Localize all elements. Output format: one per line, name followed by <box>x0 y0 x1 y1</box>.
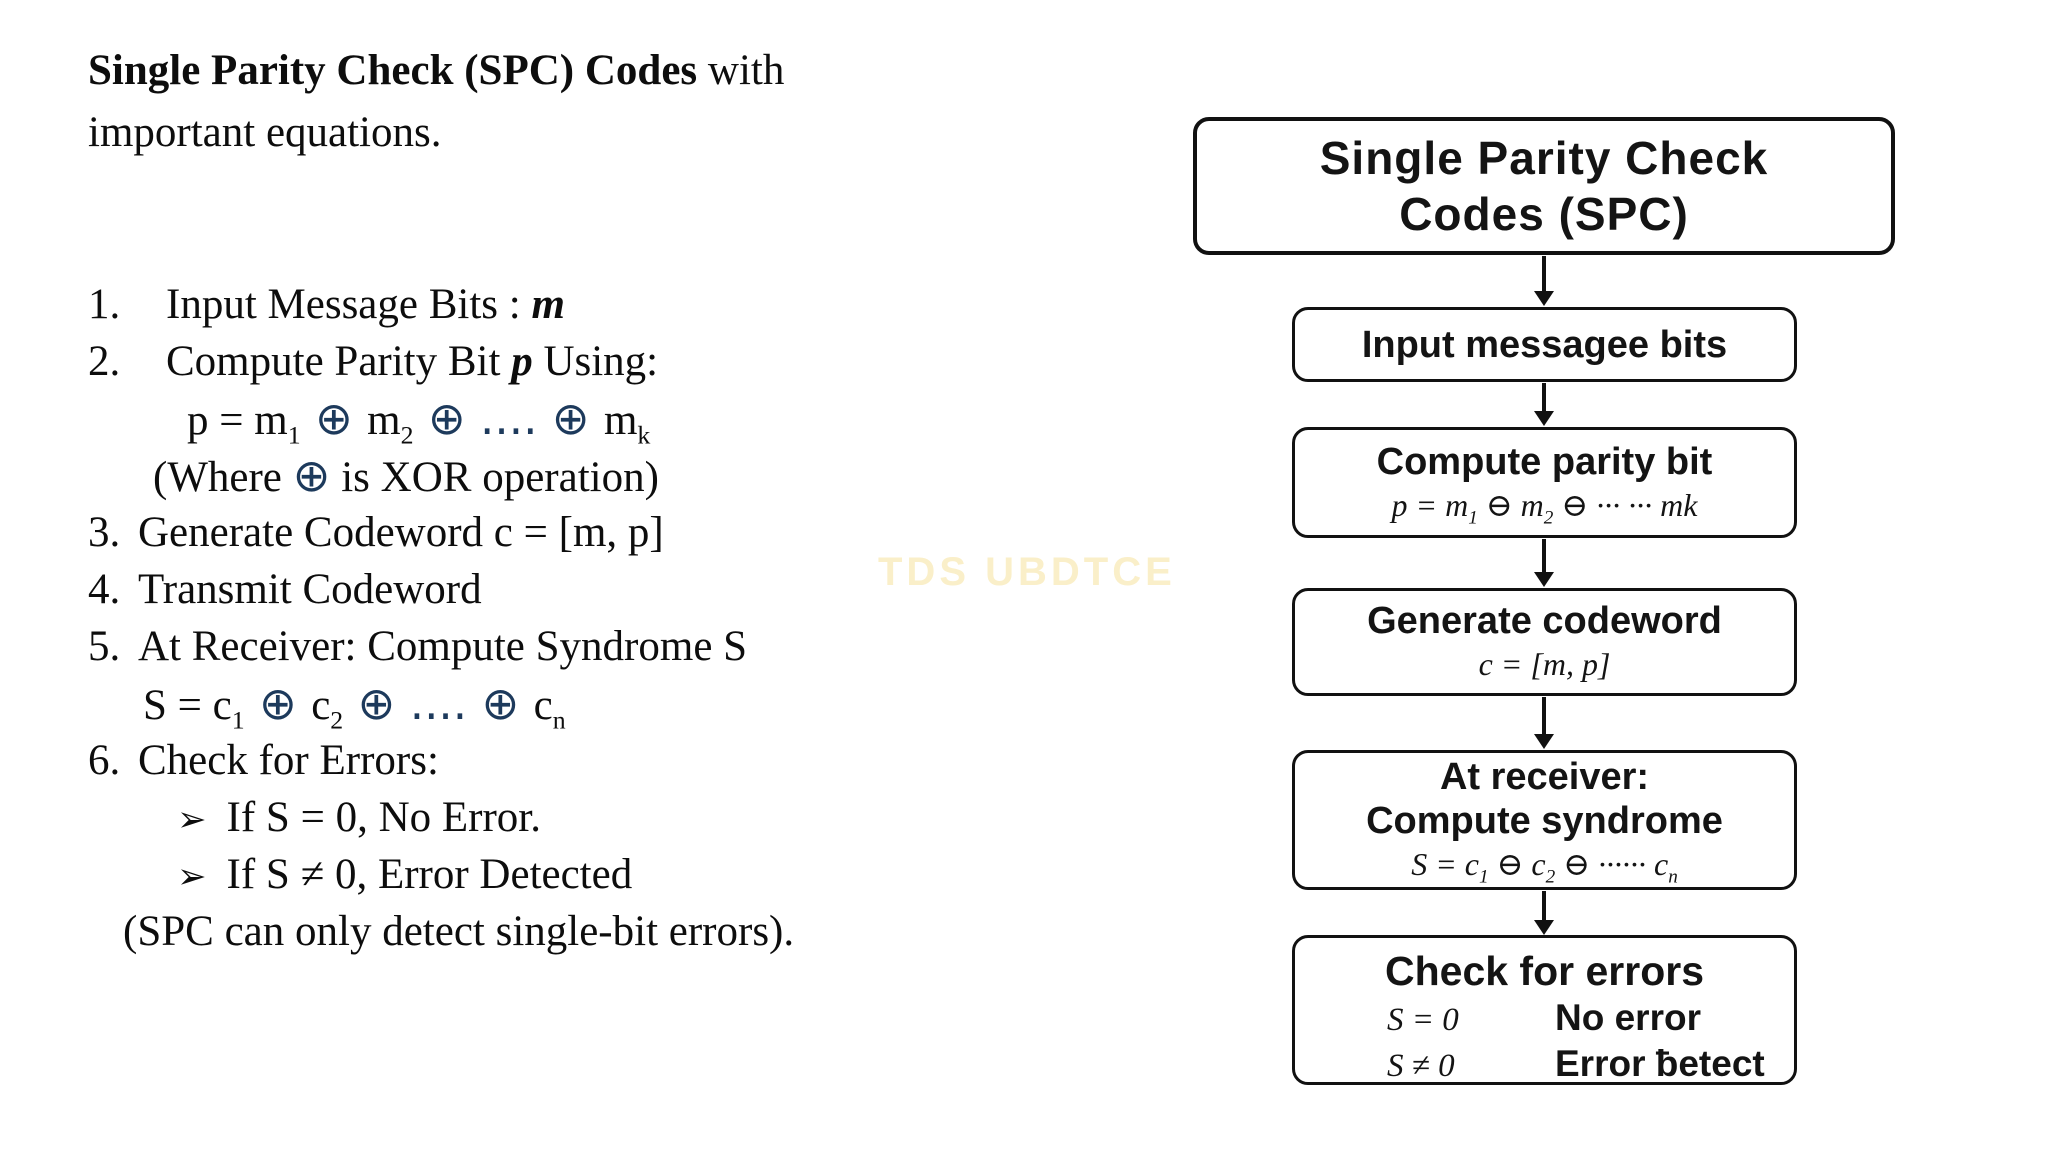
bullet-no-error: ➢ If S = 0, No Error. <box>88 789 794 846</box>
bullet-text: If S ≠ 0, Error Detected <box>226 851 633 898</box>
box-label: Compute parity bit <box>1376 440 1713 483</box>
eq-term: p = m <box>1391 486 1469 523</box>
eq-subscript: k <box>637 420 651 450</box>
check-row-error-detect: S ≠ 0 Error ƀetect <box>1295 1042 1794 1088</box>
list-item-2: 2. Compute Parity Bit p Using: <box>88 333 794 390</box>
item-text: Input Message Bits : <box>166 281 532 328</box>
item-number: 1. <box>88 281 121 328</box>
xor-dots-operator-icon: ⊕ .... ⊕ <box>343 677 534 730</box>
steps-list: 1. Input Message Bits : m 2. Compute Parit… <box>88 276 794 960</box>
eq-term: m <box>1520 486 1544 523</box>
condition-label: No error <box>1555 997 1701 1038</box>
box-equation: c = [m, p] <box>1478 646 1611 682</box>
box-equation: p = m1 ⊖ m2 ⊖ ··· ··· mk <box>1391 484 1698 528</box>
eq-term: S = c <box>1411 846 1479 882</box>
page-title-line1: Single Parity Check (SPC) Codes with <box>88 40 784 102</box>
check-row-no-error: S = 0 No error <box>1295 996 1794 1042</box>
eq-term: S = c <box>143 682 232 729</box>
flow-arrow-4 <box>1534 697 1554 749</box>
eq-term: ⊖ ······ c <box>1555 846 1669 882</box>
flowchart-title-box: Single Parity Check Codes (SPC) <box>1193 117 1895 255</box>
note-text: (Where <box>153 454 293 501</box>
list-item-1: 1. Input Message Bits : m <box>88 276 794 333</box>
eq-term: p = m <box>187 397 288 444</box>
equation-parity: p = m1 ⊕ m2 ⊕ .... ⊕ mk <box>88 390 794 450</box>
flowchart-box-compute-syndrome: At receiver: Compute syndrome S = c1 ⊖ c… <box>1292 750 1797 890</box>
item-text: Compute Parity Bit <box>166 338 512 385</box>
item-number: 2. <box>88 338 121 385</box>
eq-term: m <box>603 397 638 444</box>
flowchart-box-check-errors: Check for errors S = 0 No error S ≠ 0 Er… <box>1292 935 1797 1085</box>
math-var-m: m <box>531 281 565 328</box>
box-equation: S = c1 ⊖ c2 ⊖ ······ cn <box>1411 843 1678 888</box>
item-number: 6. <box>88 737 121 784</box>
list-item-5: 5. At Receiver: Compute Syndrome S <box>88 618 794 675</box>
eq-term: c <box>311 682 331 729</box>
item-number: 3. <box>88 509 121 556</box>
eq-subscript: 2 <box>1543 506 1554 528</box>
list-item-4: 4. Transmit Codeword <box>88 561 794 618</box>
box-label: Compute syndrome <box>1366 800 1723 842</box>
equation-syndrome: S = c1 ⊕ c2 ⊕ .... ⊕ cn <box>88 675 794 735</box>
xor-note-line: (Where ⊕ is XOR operation) <box>88 447 794 504</box>
eq-subscript: 1 <box>231 705 245 735</box>
eq-term: ⊖ ··· ··· mk <box>1553 486 1698 523</box>
item-text-tail: Using: <box>532 338 659 385</box>
eq-term: c <box>1531 846 1546 882</box>
eq-subscript: n <box>552 705 566 735</box>
box-label: Input messagee bits <box>1361 323 1728 366</box>
eq-subscript: 2 <box>1545 866 1556 888</box>
flowchart-title-line1: Single Parity Check <box>1319 132 1769 184</box>
note-text: is XOR operation) <box>330 454 659 501</box>
eq-term: m <box>367 397 401 444</box>
eq-subscript: 1 <box>287 420 301 450</box>
flow-arrow-1 <box>1534 256 1554 306</box>
circled-minus-operator-icon: ⊖ <box>1477 486 1521 523</box>
eq-subscript: 2 <box>400 420 414 450</box>
bullet-text: If S = 0, No Error. <box>226 794 542 841</box>
flowchart-title-line2: Codes (SPC) <box>1399 188 1689 240</box>
list-item-6: 6. Check for Errors: <box>88 732 794 789</box>
list-item-3: 3. Generate Codeword c = [m, p] <box>88 504 794 561</box>
arrowhead-bullet-icon: ➢ <box>177 856 207 897</box>
watermark-text: TDS UBDTCE <box>878 550 1176 594</box>
xor-operator-icon: ⊕ <box>244 677 312 730</box>
flow-arrow-5 <box>1534 891 1554 935</box>
flowchart-box-compute-parity: Compute parity bit p = m1 ⊖ m2 ⊖ ··· ···… <box>1292 427 1797 538</box>
xor-operator-icon: ⊕ <box>300 392 368 445</box>
item-text: At Receiver: Compute Syndrome S <box>138 623 748 670</box>
item-text: Check for Errors: <box>138 737 439 784</box>
box-label: At receiver: <box>1439 756 1650 798</box>
arrowhead-bullet-icon: ➢ <box>177 799 207 840</box>
bullet-error-detected: ➢ If S ≠ 0, Error Detected <box>88 846 794 903</box>
page-title-tail: with <box>697 47 785 94</box>
page-title-line2: important equations. <box>88 109 442 156</box>
flow-arrow-3 <box>1534 539 1554 587</box>
condition-math: S = 0 <box>1387 1002 1459 1038</box>
page-title-bold: Single Parity Check (SPC) Codes <box>88 47 698 94</box>
spc-limitation-note: (SPC can only detect single-bit errors). <box>123 908 795 955</box>
eq-subscript: 1 <box>1468 506 1478 528</box>
item-number: 5. <box>88 623 121 670</box>
condition-label: Error ƀetect <box>1555 1043 1765 1084</box>
math-var-p: p <box>511 338 533 385</box>
page-title: Single Parity Check (SPC) Codes with imp… <box>88 40 784 164</box>
flow-arrow-2 <box>1534 383 1554 426</box>
xor-operator-icon: ⊕ <box>292 449 331 502</box>
item-text: Generate Codeword c = [m, p] <box>138 509 664 556</box>
eq-subscript: 1 <box>1478 866 1489 888</box>
circled-minus-operator-icon: ⊖ <box>1488 846 1532 882</box>
xor-dots-operator-icon: ⊕ .... ⊕ <box>413 392 604 445</box>
item-text: Transmit Codeword <box>138 566 482 613</box>
eq-subscript: n <box>1668 866 1678 888</box>
flowchart-box-generate-codeword: Generate codeword c = [m, p] <box>1292 588 1797 696</box>
eq-term: c <box>533 682 553 729</box>
box-label: Check for errors <box>1384 948 1704 994</box>
condition-math: S ≠ 0 <box>1387 1048 1455 1084</box>
item-number: 4. <box>88 566 121 613</box>
box-label: Generate codeword <box>1367 600 1722 642</box>
eq-subscript: 2 <box>330 705 344 735</box>
flowchart-box-input-message: Input messagee bits <box>1292 307 1797 382</box>
